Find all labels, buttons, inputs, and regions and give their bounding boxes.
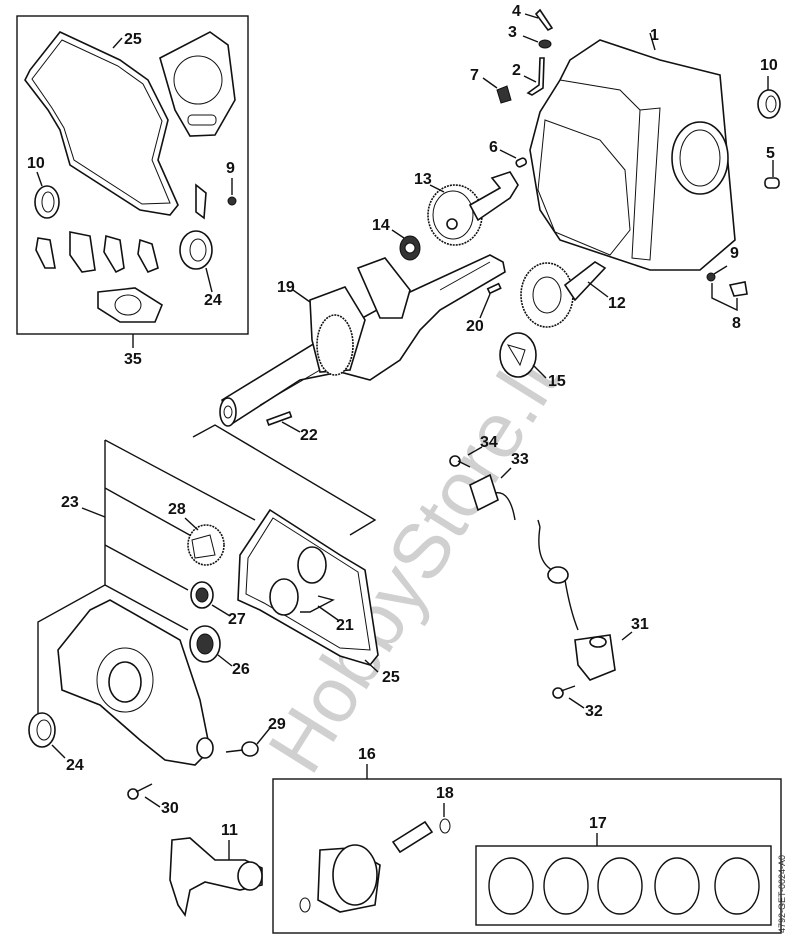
piston-ring	[543, 857, 589, 915]
pin	[534, 8, 554, 32]
callout-17: 17	[589, 815, 607, 832]
ignition-coil	[538, 526, 616, 681]
key-long	[266, 410, 293, 426]
callout-29: 29	[268, 716, 286, 733]
kit-oil-seal-large	[179, 230, 213, 270]
seal-pair	[269, 546, 327, 616]
washer	[538, 39, 552, 49]
callout-25: 25	[382, 669, 400, 686]
callout-24-kit: 24	[204, 292, 222, 309]
callout-6: 6	[489, 139, 498, 156]
piston-ring	[654, 857, 700, 915]
gasket-kit-box	[16, 15, 249, 348]
ball-bearing-large	[189, 625, 221, 663]
callout-1: 1	[650, 27, 659, 44]
callout-19: 19	[277, 279, 295, 296]
kit-oil-seal	[34, 185, 60, 219]
callout-26: 26	[232, 661, 250, 678]
callout-22: 22	[300, 427, 318, 444]
document-id: 4792-GET-0024-A0	[777, 854, 787, 933]
piston-set-box	[272, 764, 782, 934]
crankshaft	[219, 254, 506, 427]
key	[486, 282, 502, 295]
callout-8: 8	[732, 315, 741, 332]
callout-7: 7	[470, 67, 479, 84]
callout-15: 15	[548, 373, 566, 390]
kit-sealing-washer	[227, 196, 237, 206]
kit-head-gasket	[159, 31, 236, 137]
ball-bearing	[399, 235, 421, 261]
oil-seal-small	[496, 85, 512, 104]
callout-32: 32	[585, 703, 603, 720]
callout-12: 12	[608, 295, 626, 312]
circlip	[439, 818, 451, 834]
callout-3: 3	[508, 24, 517, 41]
piston-ring-box	[475, 845, 772, 926]
callout-33: 33	[511, 451, 529, 468]
oil-level-switch	[469, 473, 541, 528]
cover-gasket	[237, 508, 379, 666]
ball-bearing-medium	[190, 581, 214, 609]
piston	[317, 844, 381, 913]
bolt	[552, 685, 576, 699]
callout-10-kit: 10	[27, 155, 45, 172]
callout-27: 27	[228, 611, 246, 628]
screw	[449, 455, 471, 468]
piston-ring	[488, 857, 534, 915]
governor-weight	[499, 332, 537, 378]
dowel-pin	[764, 177, 780, 189]
callout-2: 2	[512, 62, 521, 79]
callout-24: 24	[66, 757, 84, 774]
piston-ring	[597, 857, 643, 915]
dowel-pin-small	[515, 157, 528, 168]
callout-13: 13	[414, 171, 432, 188]
callout-31: 31	[631, 616, 649, 633]
governor-gear	[520, 261, 607, 328]
callout-9-kit: 9	[226, 160, 235, 177]
callout-28: 28	[168, 501, 186, 518]
callout-10: 10	[760, 57, 778, 74]
connecting-rod	[169, 837, 263, 917]
callout-20: 20	[466, 318, 484, 335]
piston-pin	[391, 820, 434, 854]
callout-23: 23	[61, 494, 79, 511]
callout-35: 35	[124, 351, 142, 368]
callout-16: 16	[358, 746, 376, 763]
oil-seal	[757, 89, 781, 119]
oil-dipstick	[225, 741, 259, 757]
callout-21: 21	[336, 617, 354, 634]
oil-seal-large	[28, 712, 56, 748]
callout-11: 11	[221, 822, 238, 839]
callout-5: 5	[766, 145, 775, 162]
flange-bolt	[127, 783, 153, 800]
callout-14: 14	[372, 217, 390, 234]
drain-plug	[728, 281, 748, 297]
crankcase-cover	[57, 599, 214, 766]
callout-25-kit: 25	[124, 31, 142, 48]
callout-4: 4	[512, 3, 521, 20]
sealing-washer	[706, 272, 716, 282]
callout-18: 18	[436, 785, 454, 802]
piston-ring	[714, 857, 760, 915]
governor-arm-shaft	[526, 57, 545, 96]
camshaft	[427, 171, 519, 246]
callout-30: 30	[161, 800, 179, 817]
callout-9: 9	[730, 245, 739, 262]
oil-slinger-gear	[187, 524, 225, 566]
crankcase	[529, 32, 736, 271]
kit-crankcase-gasket	[24, 31, 179, 216]
callout-34: 34	[480, 434, 498, 451]
